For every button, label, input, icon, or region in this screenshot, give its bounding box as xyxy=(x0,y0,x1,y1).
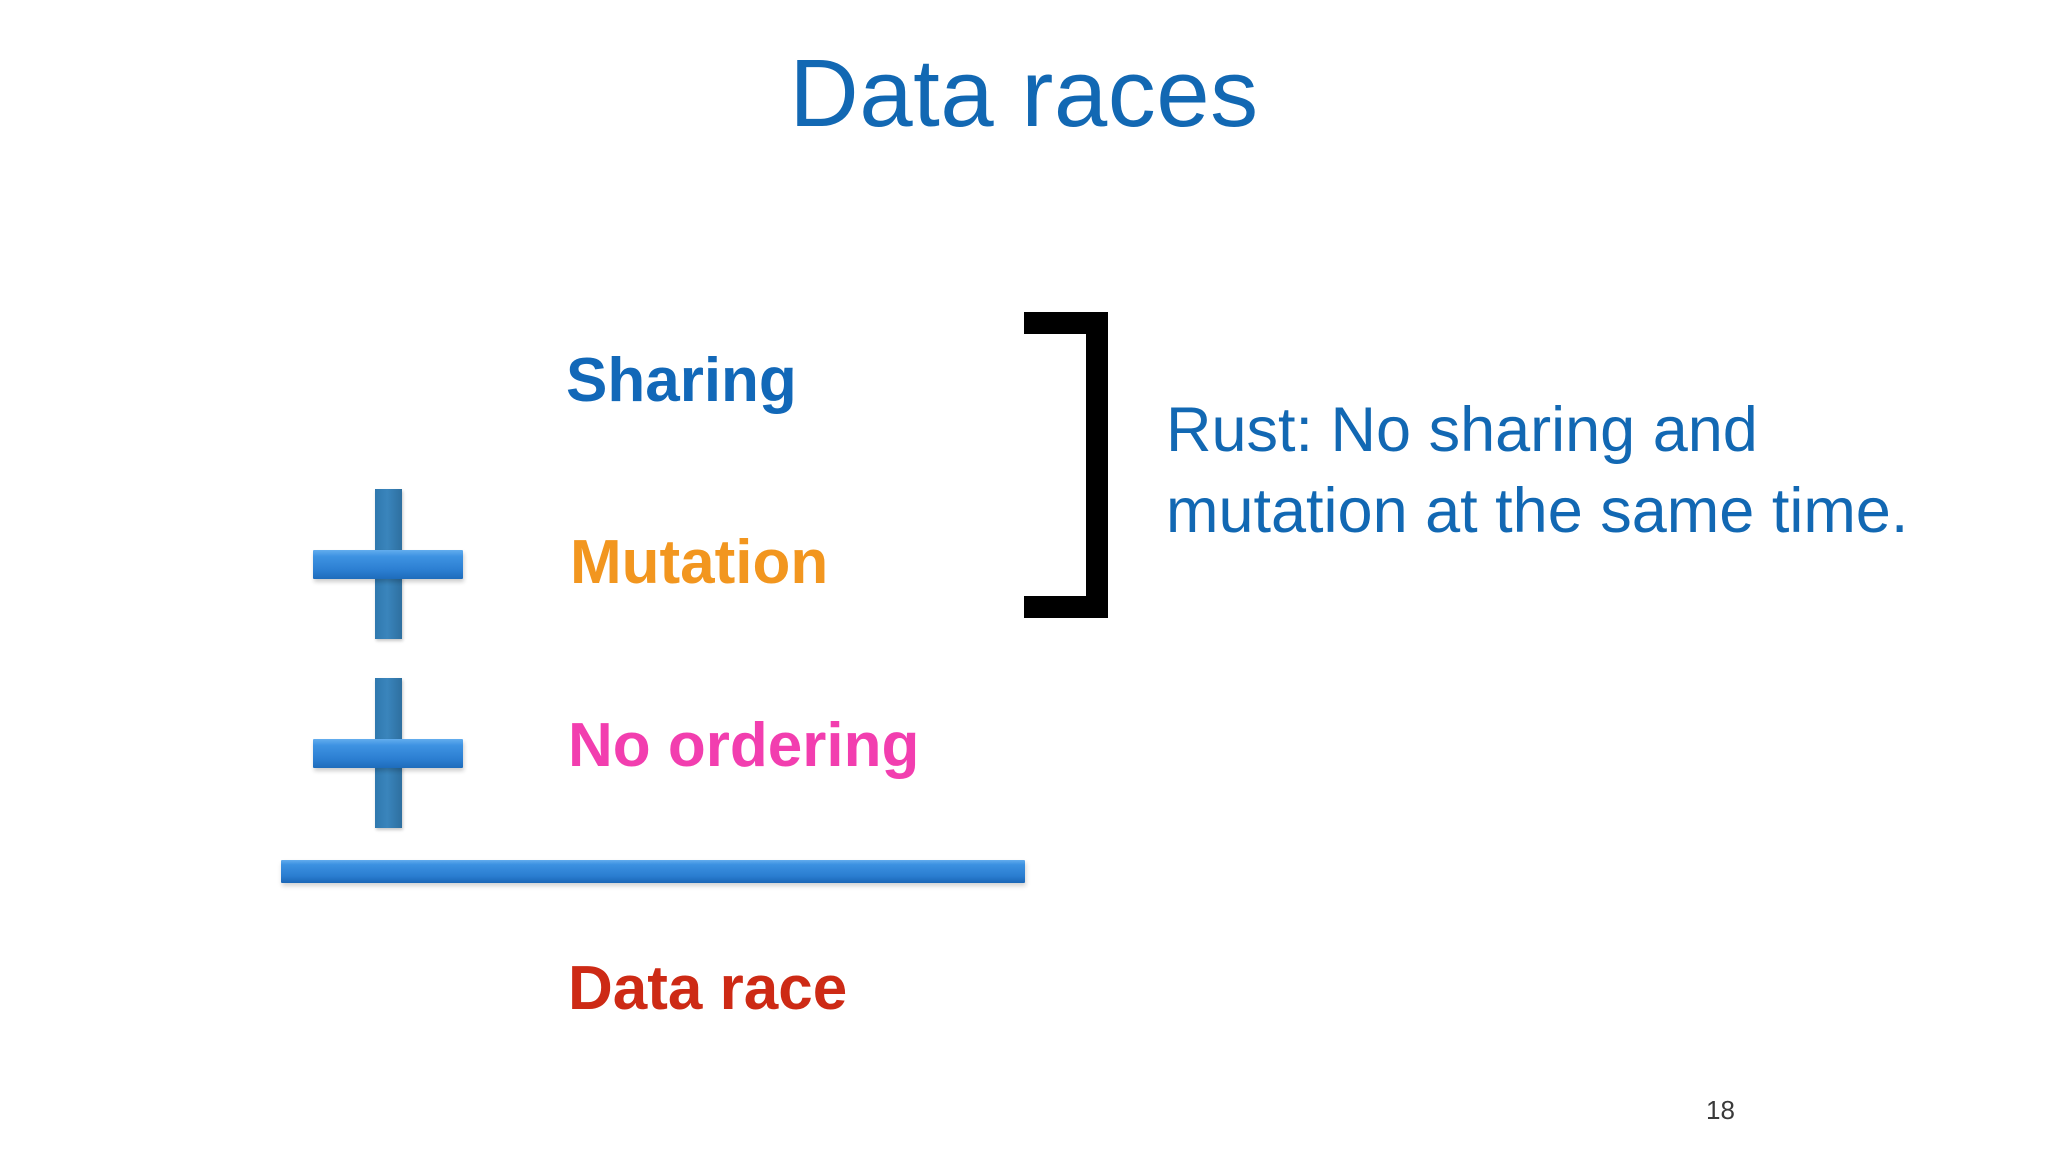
page-title: Data races xyxy=(789,40,1259,147)
term-label-data-race: Data race xyxy=(568,954,848,1023)
term-label-no-ordering: No ordering xyxy=(568,711,920,780)
bracket-bottom-arm xyxy=(1024,596,1108,618)
equation-diagram xyxy=(281,489,1025,883)
plus-icon xyxy=(313,678,463,828)
plus-horizontal-bar xyxy=(313,550,463,579)
annotation-line-1: Rust: No sharing and xyxy=(1166,395,1758,465)
term-label-sharing: Sharing xyxy=(566,346,797,415)
term-label-mutation: Mutation xyxy=(570,528,829,597)
right-bracket-icon xyxy=(1024,312,1108,618)
annotation-callout: Rust: No sharing and mutation at the sam… xyxy=(1166,390,1996,551)
bracket-spine xyxy=(1086,312,1108,618)
plus-horizontal-bar xyxy=(313,739,463,768)
sum-rule-divider xyxy=(281,860,1025,883)
annotation-line-2: mutation at the same time. xyxy=(1166,475,1909,546)
plus-icon xyxy=(313,489,463,639)
page-number: 18 xyxy=(1706,1095,1735,1125)
